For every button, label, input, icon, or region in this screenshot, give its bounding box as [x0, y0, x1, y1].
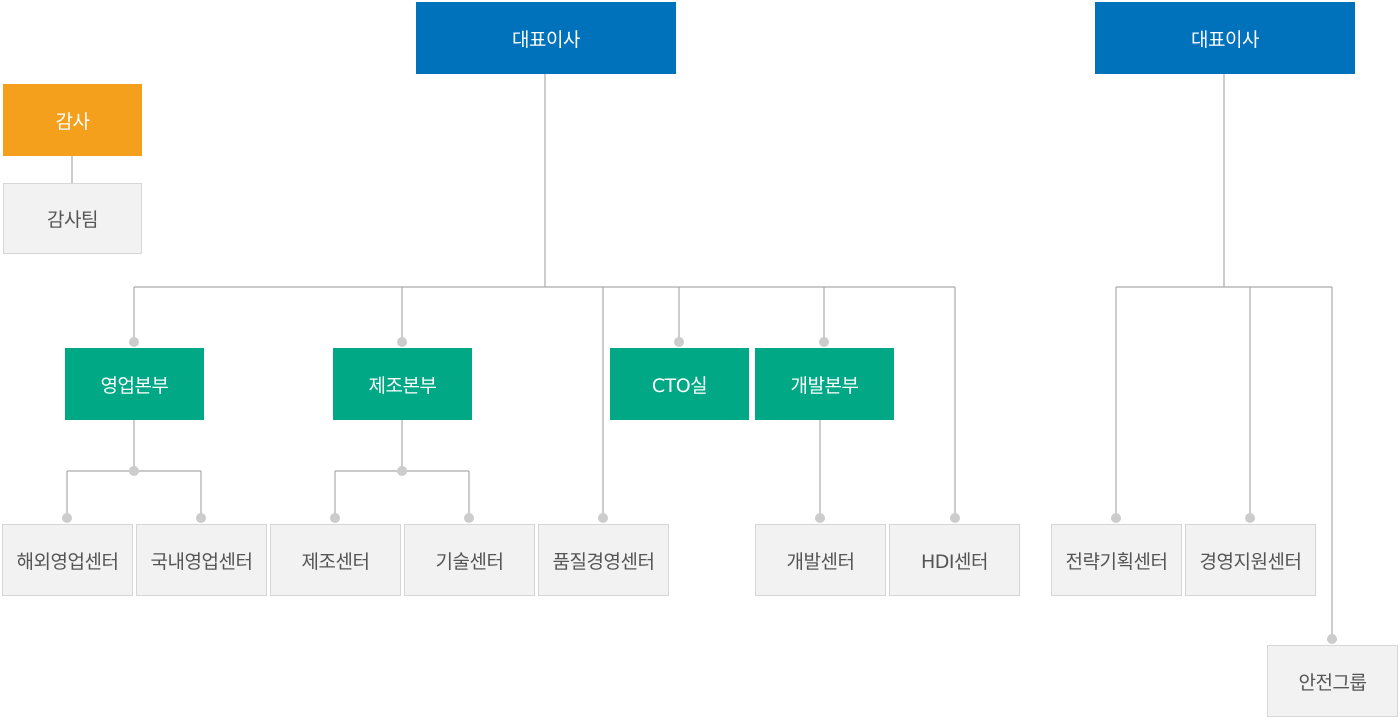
- audit-team-box: 감사팀: [3, 183, 142, 254]
- node-dot: [819, 337, 829, 347]
- ceo-left-box: 대표이사: [416, 2, 676, 74]
- quality-management-center-box: 품질경영센터: [538, 524, 669, 596]
- domestic-sales-center-box: 국내영업센터: [136, 524, 267, 596]
- management-support-center-box: 경영지원센터: [1185, 524, 1316, 596]
- node-dot: [397, 466, 407, 476]
- manufacturing-center-box: 제조센터: [270, 524, 401, 596]
- manufacturing-division-box: 제조본부: [333, 348, 472, 420]
- node-dot: [674, 337, 684, 347]
- development-center-box: 개발센터: [755, 524, 886, 596]
- overseas-sales-center-box: 해외영업센터: [2, 524, 133, 596]
- cto-office-box: CTO실: [610, 348, 749, 420]
- node-dot: [129, 337, 139, 347]
- audit-box: 감사: [3, 84, 142, 156]
- technology-center-box: 기술센터: [404, 524, 535, 596]
- node-dot: [196, 513, 206, 523]
- node-dot: [62, 513, 72, 523]
- node-dot: [1111, 513, 1121, 523]
- node-dot: [598, 513, 608, 523]
- node-dot: [330, 513, 340, 523]
- node-dot: [950, 513, 960, 523]
- node-dot: [815, 513, 825, 523]
- development-division-box: 개발본부: [755, 348, 894, 420]
- sales-division-box: 영업본부: [65, 348, 204, 420]
- node-dot: [397, 337, 407, 347]
- node-dot: [464, 513, 474, 523]
- strategy-planning-center-box: 전략기획센터: [1051, 524, 1182, 596]
- node-dot: [1327, 634, 1337, 644]
- hdi-center-box: HDI센터: [889, 524, 1020, 596]
- node-dot: [129, 466, 139, 476]
- ceo-right-box: 대표이사: [1095, 2, 1355, 74]
- node-dot: [1245, 513, 1255, 523]
- safety-group-box: 안전그룹: [1267, 645, 1398, 717]
